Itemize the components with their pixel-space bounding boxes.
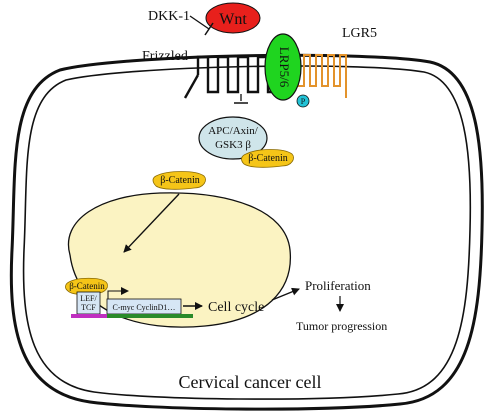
dna-gene-segment xyxy=(107,314,193,318)
beta-catenin-free-label: β-Catenin xyxy=(160,175,200,186)
lef-tcf-label-line2: TCF xyxy=(81,303,96,312)
frizzled-label: Frizzled xyxy=(142,49,188,64)
tumor-progression-label: Tumor progression xyxy=(296,319,387,333)
destruction-complex xyxy=(198,116,268,160)
lrp56-coreceptor xyxy=(264,33,302,101)
wnt-ligand xyxy=(205,2,261,34)
transcription-arrow xyxy=(107,287,129,299)
complex-label-line2: GSK3 β xyxy=(215,139,251,151)
proliferation-label: Proliferation xyxy=(305,278,371,293)
translocation-arrow xyxy=(123,193,180,253)
lrp56-label: LRP5/6 xyxy=(277,47,292,88)
dkk1-inhibition-line xyxy=(189,15,210,30)
dkk1-label: DKK-1 xyxy=(148,9,190,24)
beta-catenin-free xyxy=(152,171,206,190)
dkk1-inhibition-bar xyxy=(204,22,214,36)
target-genes-label: C-myc CyclinD1… xyxy=(113,303,176,312)
lgr5-receptor xyxy=(291,54,347,98)
cellcycle-to-proliferation-arrow xyxy=(271,287,300,301)
wnt-label: Wnt xyxy=(219,11,247,28)
cell-cycle-label: Cell cycle xyxy=(208,300,264,315)
dna-promoter-segment xyxy=(71,314,107,318)
complex-label-line1: APC/Axin/ xyxy=(208,125,258,137)
beta-catenin-complex-label: β-Catenin xyxy=(248,153,288,164)
lgr5-label: LGR5 xyxy=(342,26,377,41)
lef-tcf-label-line1: LEF/ xyxy=(80,294,97,303)
cell-membrane-inner xyxy=(22,65,472,400)
phospho-marker xyxy=(296,94,310,108)
beta-catenin-complex-bound xyxy=(241,149,294,168)
cell-title: Cervical cancer cell xyxy=(179,372,322,392)
beta-catenin-nuclear-label: β-Catenin xyxy=(69,281,105,291)
phospho-label: P xyxy=(301,97,306,106)
